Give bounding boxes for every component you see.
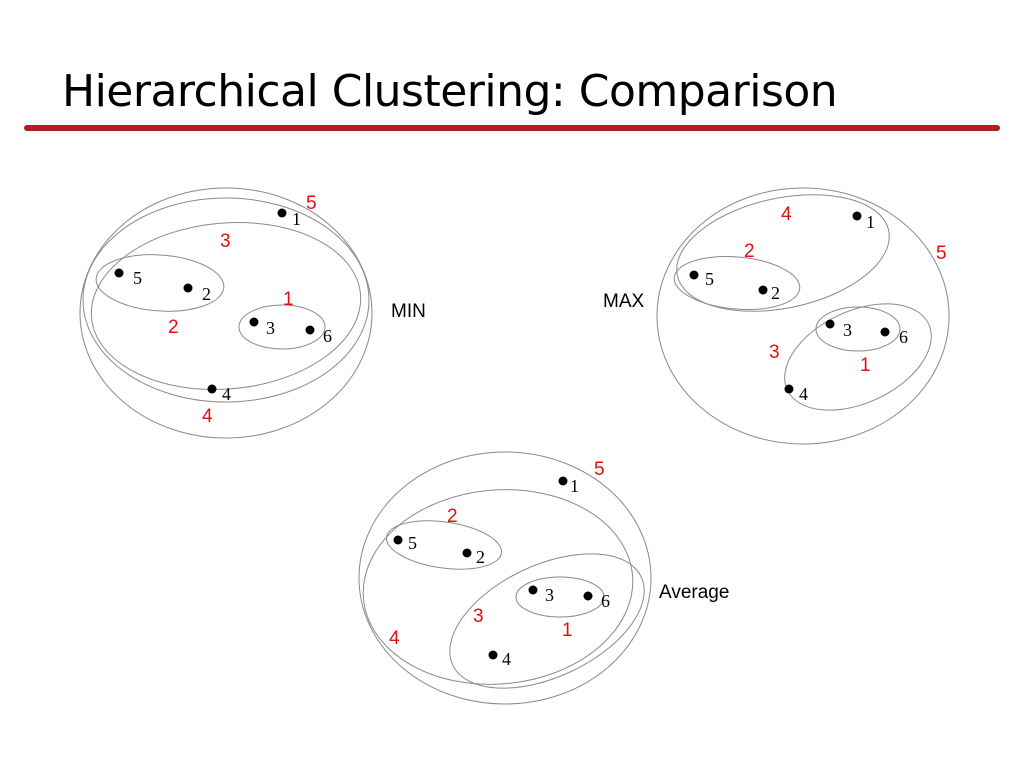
point-label: 2 xyxy=(202,284,211,304)
cluster-outline-min-2 xyxy=(95,254,225,312)
average-panel: 1 2 3 4 5 6 1 2 3 4 5 Average xyxy=(358,451,729,705)
merge-order-label: 2 xyxy=(447,506,458,527)
point-dot xyxy=(852,211,862,221)
point-dot xyxy=(583,591,593,601)
cluster-outline-average-3 xyxy=(449,553,645,689)
cluster-outline-min-5 xyxy=(79,187,373,439)
point-dot xyxy=(462,548,472,558)
title-rule xyxy=(24,125,1000,131)
merge-order-label: 5 xyxy=(936,243,947,264)
panel-label-max: MAX xyxy=(603,291,645,312)
cluster-outline-max-3 xyxy=(784,303,932,411)
point-label: 4 xyxy=(222,384,231,404)
point-dot xyxy=(207,384,217,394)
point-label: 5 xyxy=(705,269,714,289)
merge-order-label: 3 xyxy=(769,342,780,363)
point-label: 5 xyxy=(133,268,142,288)
point-label: 6 xyxy=(323,326,332,346)
cluster-outline-min-1 xyxy=(238,304,326,350)
cluster-outline-min-3 xyxy=(90,221,362,391)
point-dot xyxy=(249,317,259,327)
merge-order-label: 5 xyxy=(594,459,605,480)
point-label: 3 xyxy=(266,318,275,338)
point-dot xyxy=(393,535,403,545)
point-dot xyxy=(183,283,193,293)
point-label: 1 xyxy=(570,476,579,496)
point-label: 2 xyxy=(476,547,485,567)
point-label: 5 xyxy=(408,533,417,553)
merge-order-label: 3 xyxy=(473,606,484,627)
cluster-outline-average-2 xyxy=(385,520,503,570)
point-dot xyxy=(277,208,287,218)
point-label: 1 xyxy=(292,209,301,229)
merge-order-label: 2 xyxy=(744,241,755,262)
point-dot xyxy=(689,270,699,280)
merge-order-label: 5 xyxy=(306,193,317,214)
point-label: 3 xyxy=(843,320,852,340)
cluster-outline-max-5 xyxy=(656,187,950,445)
merge-order-label: 4 xyxy=(389,628,400,649)
merge-order-label: 1 xyxy=(283,289,294,310)
slide-title: Hierarchical Clustering: Comparison xyxy=(62,66,838,117)
point-label: 6 xyxy=(601,591,610,611)
point-dot xyxy=(528,585,538,595)
point-dot xyxy=(488,650,498,660)
point-label: 6 xyxy=(899,327,908,347)
cluster-outline-max-2 xyxy=(673,256,801,310)
min-panel: 1 2 3 4 5 6 1 2 3 4 5 MIN xyxy=(79,187,426,439)
point-label: 3 xyxy=(545,585,554,605)
point-label: 1 xyxy=(866,212,875,232)
point-dot xyxy=(558,476,568,486)
merge-order-label: 2 xyxy=(168,317,179,338)
merge-order-label: 4 xyxy=(781,204,792,225)
point-dot xyxy=(305,325,315,335)
point-dot xyxy=(825,319,835,329)
point-label: 4 xyxy=(799,384,808,404)
merge-order-label: 1 xyxy=(562,620,573,641)
cluster-outline-average-5 xyxy=(358,451,652,705)
point-dot xyxy=(114,268,124,278)
max-panel: 1 2 3 4 5 6 1 2 3 4 5 MAX xyxy=(603,187,950,445)
cluster-outline-min-4 xyxy=(82,197,370,403)
panel-label-average: Average xyxy=(659,582,729,603)
point-label: 4 xyxy=(502,649,511,669)
cluster-outline-average-1 xyxy=(515,576,605,618)
merge-order-label: 1 xyxy=(860,355,871,376)
point-label: 2 xyxy=(771,283,780,303)
cluster-outline-max-1 xyxy=(815,306,901,352)
cluster-outline-max-4 xyxy=(676,194,890,312)
merge-order-label: 4 xyxy=(202,406,213,427)
merge-order-label: 3 xyxy=(220,231,231,252)
cluster-outline-average-4 xyxy=(362,489,634,685)
point-dot xyxy=(880,327,890,337)
point-dot xyxy=(758,285,768,295)
point-dot xyxy=(784,384,794,394)
panel-label-min: MIN xyxy=(391,301,426,322)
